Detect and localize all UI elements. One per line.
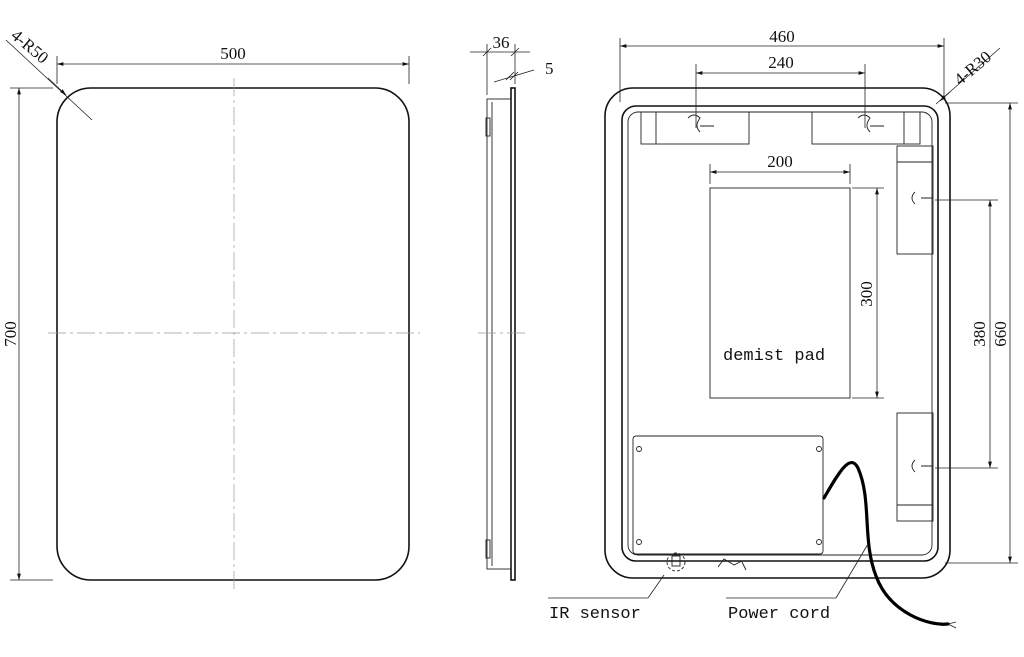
front-height-label: 700 — [1, 321, 20, 347]
front-radius-arrow — [47, 77, 67, 96]
back-height-label: 660 — [991, 321, 1010, 347]
back-frame-inner — [627, 111, 933, 556]
side-depth-label: 36 — [493, 33, 510, 52]
back-radius-label: 4-R30 — [950, 47, 995, 89]
power-cord-leader — [835, 543, 869, 599]
power-cord-end — [947, 621, 957, 629]
side-bracket-top — [485, 117, 491, 137]
back-width-label: 460 — [769, 27, 795, 46]
front-radius-label: 4-R50 — [7, 26, 52, 68]
pad-width-label: 200 — [767, 152, 793, 171]
side-bracket-lower — [896, 412, 934, 522]
back-mirror-outline — [604, 87, 951, 579]
front-view: 500 700 4-R50 — [1, 26, 420, 592]
side-bracket-upper — [896, 145, 934, 255]
pad-height-label: 300 — [857, 281, 876, 307]
front-width-label: 500 — [220, 44, 246, 63]
driver-screw-bl — [636, 539, 642, 545]
side-frame — [486, 98, 512, 570]
bracket-span-label: 240 — [768, 53, 794, 72]
driver-box — [632, 435, 824, 555]
connector-wires — [717, 558, 747, 571]
ir-sensor-label: IR sensor — [549, 605, 641, 624]
side-glass-tick-left — [505, 71, 515, 81]
driver-screw-tr — [816, 446, 822, 452]
top-bracket-left — [640, 111, 750, 145]
power-cord — [822, 460, 950, 626]
side-span-label: 380 — [970, 321, 989, 347]
side-bracket-bottom — [485, 539, 491, 559]
front-radius-leader — [5, 39, 93, 121]
back-view: demist pad 460 240 200 300 — [548, 27, 1018, 629]
driver-screw-tl — [636, 446, 642, 452]
back-radius-arrow — [939, 91, 951, 102]
side-depth-tick-left — [482, 47, 492, 57]
side-depth-tick-right — [510, 47, 520, 57]
back-frame-outline — [621, 105, 939, 562]
ir-sensor-circle — [666, 552, 686, 572]
side-view: 36 5 — [470, 33, 554, 581]
side-glass — [510, 87, 516, 581]
side-glass-label: 5 — [545, 59, 554, 78]
power-cord-label: Power cord — [728, 605, 830, 624]
top-bracket-right — [811, 111, 921, 145]
ir-sensor-leader — [647, 574, 665, 599]
driver-screw-br — [816, 539, 822, 545]
ir-sensor-body — [671, 555, 681, 567]
demist-pad — [709, 187, 851, 399]
demist-pad-label: demist pad — [723, 347, 825, 366]
side-glass-tick-right — [509, 71, 519, 81]
front-mirror-outline — [56, 87, 410, 581]
